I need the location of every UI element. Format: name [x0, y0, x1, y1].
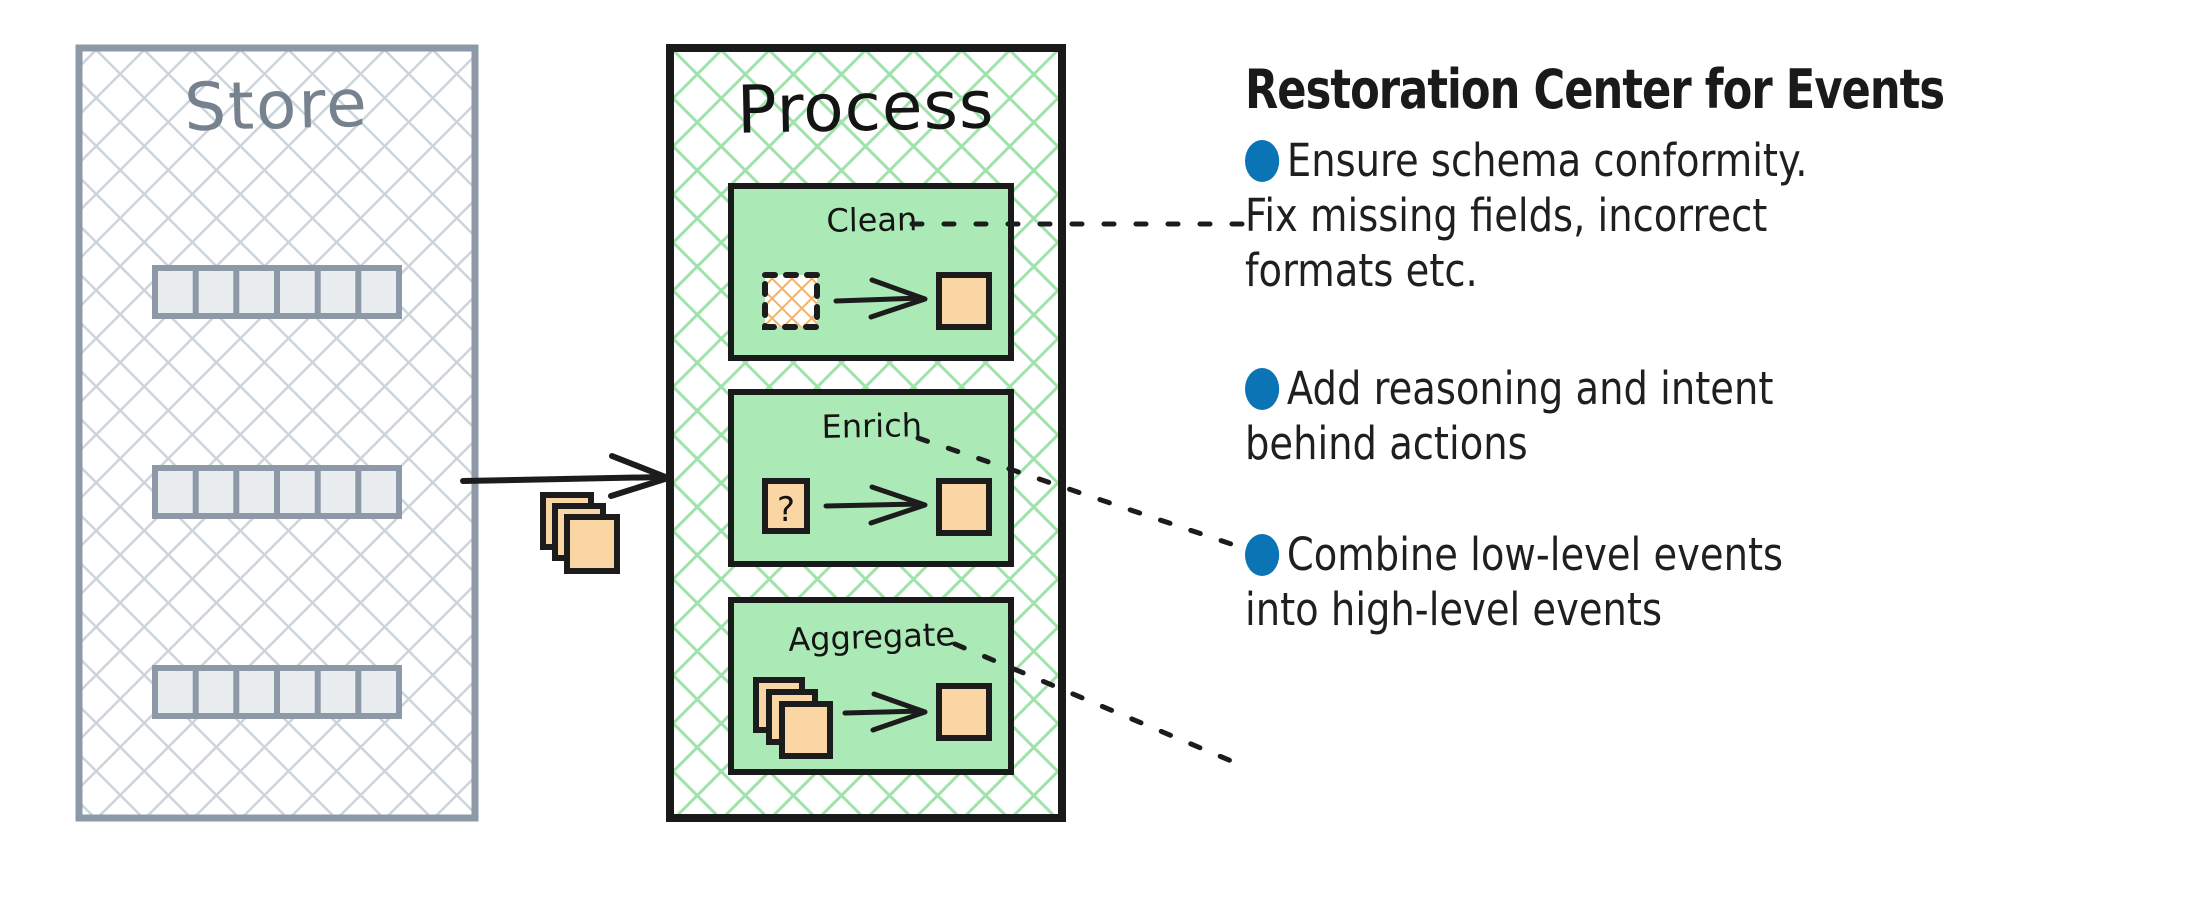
note-bullet-2: Add reasoning and intent behind actions — [1245, 362, 1863, 472]
store-row — [152, 665, 402, 719]
connector-enrich-to-note — [915, 435, 1243, 550]
question-card-icon: ? — [762, 478, 810, 534]
note-bullet-1-line-3: formats etc. — [1245, 243, 1478, 297]
note-bullet-1-line-1: Ensure schema conformity. — [1245, 134, 1808, 189]
connector-aggregate-to-note — [952, 641, 1246, 769]
events-flow-arrow — [460, 453, 671, 499]
hatched-dashed-square-icon — [762, 272, 820, 330]
card-icon — [936, 683, 992, 741]
store-row — [152, 265, 402, 319]
svg-text:?: ? — [777, 490, 795, 530]
bullet-dot-icon — [1245, 534, 1280, 576]
notes-panel: Restoration Center for Events Ensure sch… — [1245, 58, 2165, 636]
note-bullet-3: Combine low-level events into high-level… — [1245, 528, 1874, 638]
card-stack-icon — [540, 492, 620, 574]
process-step-enrich: Enrich ? — [728, 389, 1014, 567]
store-panel-label: Store — [183, 65, 369, 146]
process-step-clean: Clean — [728, 183, 1014, 361]
card-stack-icon — [753, 677, 833, 759]
process-step-aggregate: Aggregate — [728, 597, 1014, 775]
note-bullet-3-line-2: into high-level events — [1245, 582, 1663, 636]
store-panel: Store — [75, 44, 479, 822]
bullet-dot-icon — [1245, 368, 1280, 410]
note-bullet-1: Ensure schema conformity. Fix missing fi… — [1245, 134, 1903, 299]
note-bullet-2-line-2: behind actions — [1245, 416, 1528, 470]
bullet-dot-icon — [1245, 140, 1280, 182]
store-row — [152, 465, 402, 519]
card-icon — [936, 272, 992, 330]
note-bullet-2-line-1: Add reasoning and intent — [1245, 362, 1773, 417]
arrow-right-icon — [823, 484, 928, 526]
process-step-label: Aggregate — [788, 615, 956, 659]
process-step-label: Enrich — [821, 406, 922, 446]
note-bullet-3-line-1: Combine low-level events — [1245, 528, 1783, 583]
process-panel: Process Clean Enrich — [666, 44, 1066, 822]
arrow-right-icon — [842, 691, 928, 733]
process-panel-label: Process — [736, 66, 995, 148]
card-icon — [936, 478, 992, 536]
arrow-right-icon — [833, 277, 928, 320]
page-title: Restoration Center for Events — [1245, 58, 1945, 121]
note-bullet-1-line-2: Fix missing fields, incorrect — [1245, 188, 1768, 242]
process-step-label: Clean — [826, 200, 917, 240]
